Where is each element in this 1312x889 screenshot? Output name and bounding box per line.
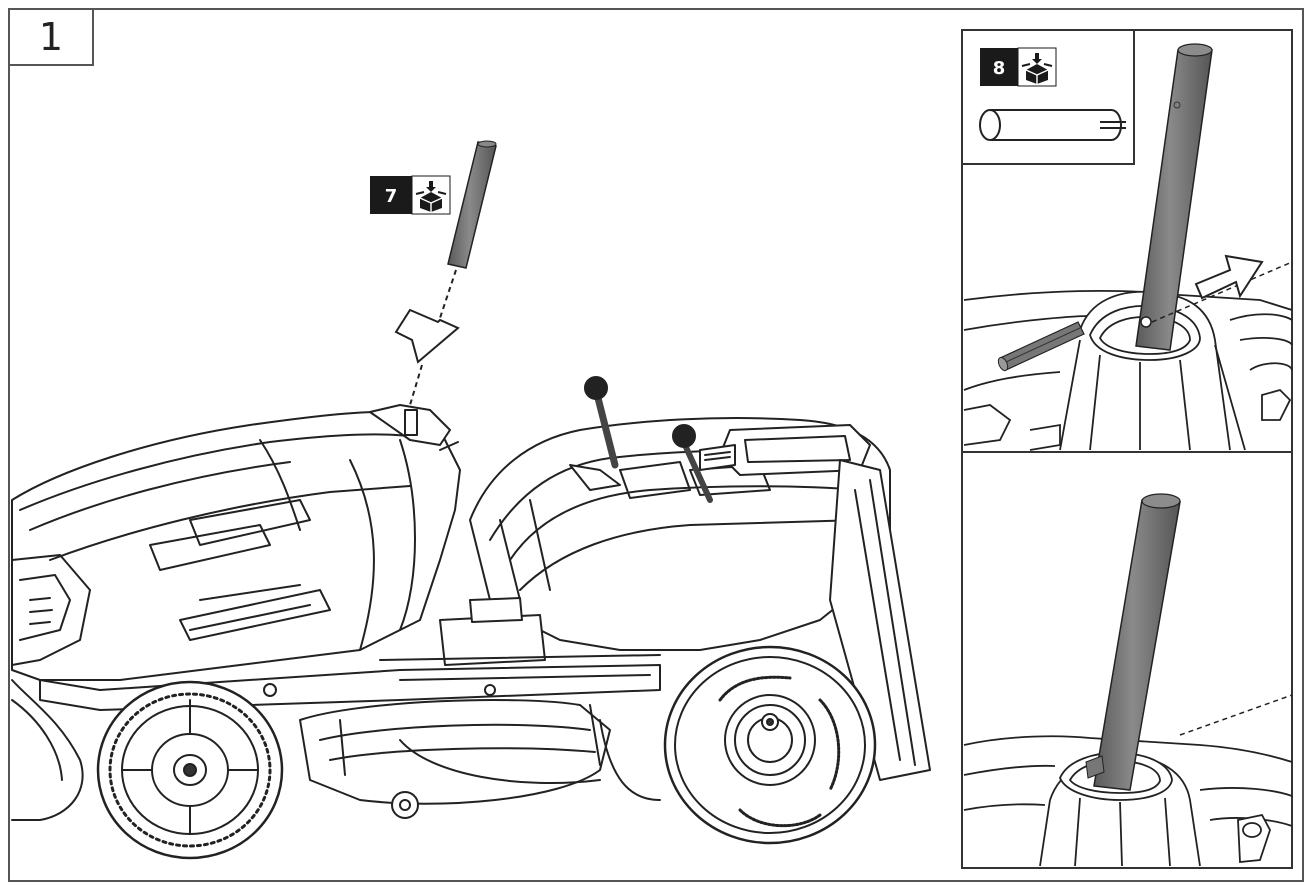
part-7-number: 7 <box>385 186 398 207</box>
part-8-callout: 8 <box>980 47 1057 87</box>
roll-pin-part <box>979 109 1126 141</box>
step-number: 1 <box>10 10 94 66</box>
part-8-number: 8 <box>993 58 1006 79</box>
upper-steering-shaft <box>1135 43 1213 351</box>
steering-shaft-part <box>447 140 497 269</box>
insertion-arrow <box>394 269 460 406</box>
lower-steering-shaft <box>1085 493 1181 791</box>
part-7-callout: 7 <box>370 175 451 215</box>
lower-detail-view <box>963 694 1293 867</box>
box-unpack-icon <box>1017 47 1057 87</box>
detail-panels: 8 <box>961 29 1293 869</box>
upper-detail-view <box>963 289 1293 451</box>
roll-pin-insertion <box>997 254 1293 372</box>
tractor-illustration <box>11 376 931 860</box>
box-unpack-icon <box>411 175 451 215</box>
